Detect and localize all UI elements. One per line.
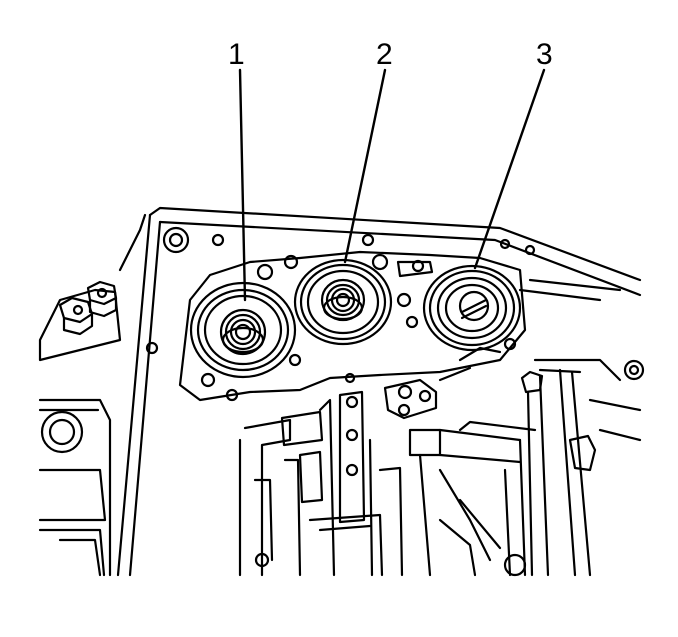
- callout-leader-lines: [238, 68, 546, 302]
- callout-2: 2: [376, 38, 393, 71]
- bolt-heads: [58, 280, 118, 336]
- link-bracket: [383, 378, 438, 420]
- solenoid-2: [293, 258, 393, 346]
- valve-body-plate: [116, 206, 642, 577]
- solenoid-3: [422, 264, 522, 352]
- callout-3: 3: [536, 38, 553, 71]
- lower-valve-body: [238, 390, 502, 577]
- left-housing: [38, 213, 147, 577]
- solenoid-1: [189, 281, 297, 379]
- separator-gasket: [178, 233, 527, 402]
- right-side-hardware: [408, 346, 645, 577]
- callout-1: 1: [228, 38, 245, 71]
